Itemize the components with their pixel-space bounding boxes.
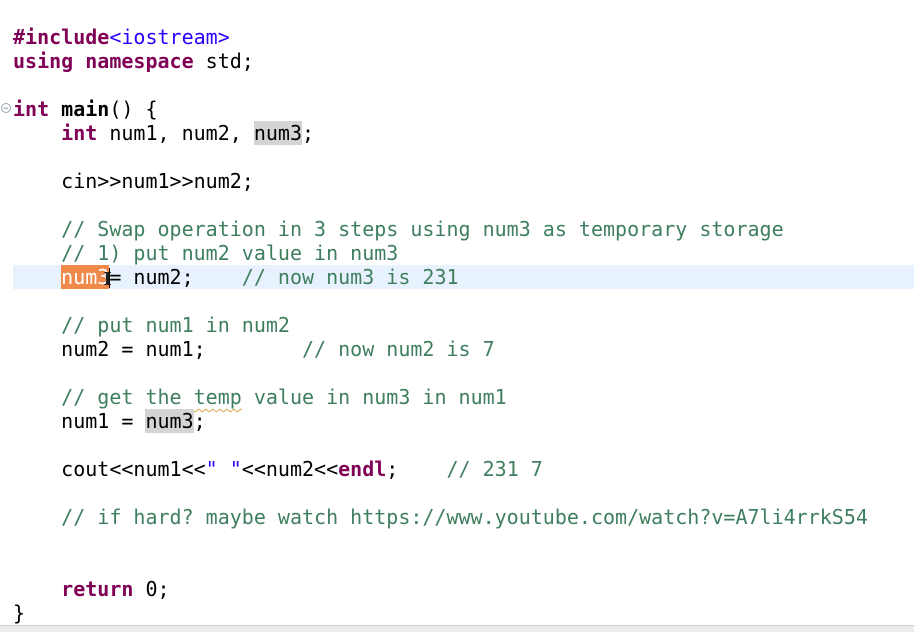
code-line-14[interactable]: num2 = num1; // now num2 is 7 [13, 337, 914, 361]
assignment: num1 = [13, 409, 146, 433]
spellcheck-word-temp[interactable]: temp [193, 385, 242, 409]
code-line-24[interactable]: return 0; [13, 577, 914, 601]
return-value: 0; [133, 577, 170, 601]
comment-part: the [145, 385, 182, 409]
include-directive: #include [13, 25, 110, 49]
keyword-endl: endl [338, 457, 387, 481]
code-line-7[interactable]: cin>>num1>>num2; [13, 169, 254, 193]
indent [13, 577, 61, 601]
keyword-namespace: namespace [85, 49, 194, 73]
function-main: main [61, 97, 110, 121]
code-line-25[interactable]: } [13, 601, 26, 625]
code-line-4[interactable]: int main() { [13, 97, 914, 121]
code-line-19[interactable]: cout<<num1<<" "<<num2<<endl; // 231 7 [13, 457, 914, 481]
comment-part: value in num3 in num1 [241, 385, 507, 409]
fold-collapse-icon[interactable]: − [1, 103, 11, 114]
code-line-10[interactable]: // 1) put num2 value in num3 [13, 241, 399, 265]
code-line-9[interactable]: // Swap operation in 3 steps using num3 … [13, 217, 784, 241]
code-line-16[interactable]: // get the temp value in num3 in num1 [13, 385, 914, 409]
keyword-int: int [61, 121, 98, 145]
cout-stream: cout<<num1<< [13, 457, 206, 481]
code-line-5[interactable]: int num1, num2, num3; [13, 121, 914, 145]
occurrence-num3: num3 [253, 121, 303, 145]
keyword-using: using [13, 49, 74, 73]
var-declarations: num1, num2, [97, 121, 254, 145]
code-line-2[interactable]: using namespace std; [13, 49, 914, 73]
semicolon: ; [386, 457, 447, 481]
assignment: = num2; [109, 265, 242, 289]
status-bar [0, 625, 914, 632]
keyword-return: return [61, 577, 134, 601]
code-line-21[interactable]: // if hard? maybe watch https://www.yout… [13, 505, 868, 529]
namespace-std: std; [193, 49, 254, 73]
string-literal: " " [205, 457, 242, 481]
indent [13, 265, 61, 289]
selected-num3[interactable]: num3 [61, 265, 110, 289]
comment-now-num3: // now num3 is 231 [241, 265, 459, 289]
comment-part: // get [13, 385, 146, 409]
comment-part [182, 385, 194, 409]
code-line-1[interactable]: #include<iostream> [13, 25, 914, 49]
code-line-11-current[interactable]: num3= num2; // now num3 is 231 [13, 265, 914, 292]
keyword-int: int [13, 97, 50, 121]
cout-stream: <<num2<< [241, 457, 339, 481]
comment-output: // 231 7 [446, 457, 543, 481]
code-line-13[interactable]: // put num1 in num2 [13, 313, 290, 337]
comment-now-num2: // now num2 is 7 [301, 337, 495, 361]
occurrence-num3: num3 [145, 409, 194, 433]
main-signature: () { [109, 97, 158, 121]
include-header: <iostream> [109, 25, 230, 49]
code-line-17[interactable]: num1 = num3; [13, 409, 914, 433]
semicolon: ; [193, 409, 206, 433]
semicolon: ; [302, 121, 315, 145]
assignment: num2 = num1; [13, 337, 302, 361]
indent [13, 121, 61, 145]
